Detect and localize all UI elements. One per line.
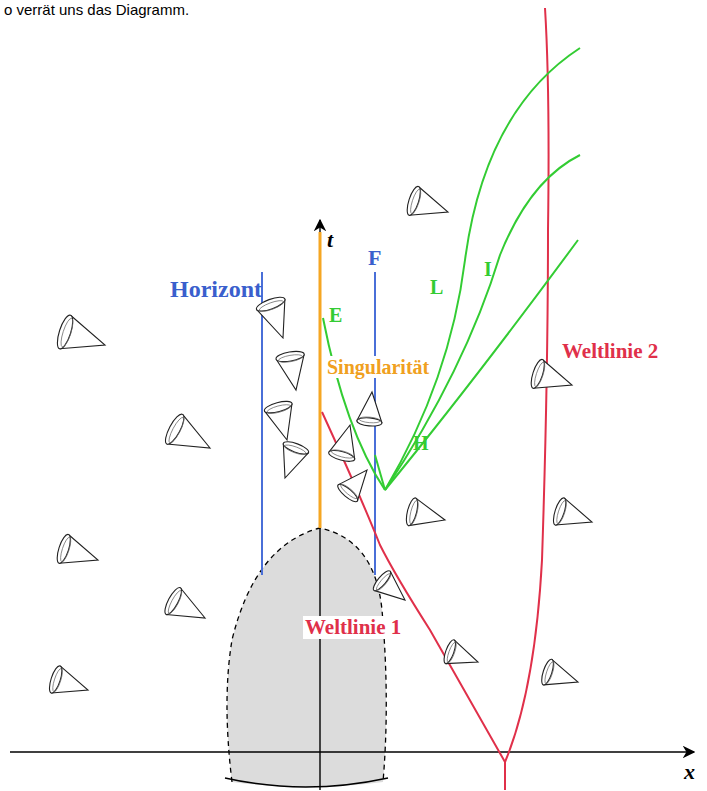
light-cone-inner: [258, 299, 284, 314]
light-cone-inner: [543, 661, 556, 685]
light-cone-inner: [59, 317, 76, 348]
light-cone-inner: [330, 448, 354, 460]
light-cone-rim: [442, 639, 458, 665]
ray-label: L: [430, 276, 443, 298]
light-cone-rim: [162, 585, 185, 616]
star-base: [225, 778, 388, 787]
light-cone-rim: [404, 497, 420, 527]
light-cone-rim: [282, 439, 310, 456]
light-cone-rim: [54, 533, 73, 565]
light-cone-inner: [375, 572, 393, 592]
light-cone-rim: [263, 399, 293, 415]
light-ray-i: [385, 155, 580, 490]
light-cone-rim: [54, 314, 76, 351]
light-cone-inner: [266, 403, 291, 415]
light-cone-rim: [356, 417, 382, 427]
light-cone-rim: [404, 185, 423, 217]
light-cone-rim: [335, 482, 359, 504]
t-axis: [319, 220, 320, 790]
light-cone-rim: [528, 358, 547, 390]
light-cone-inner: [339, 482, 359, 500]
caption-fragment: o verrät uns das Diagramm.: [4, 2, 189, 19]
light-cone-rim: [162, 412, 187, 447]
light-cone-rim: [328, 448, 356, 463]
ray-label: I: [484, 258, 492, 280]
light-cone-inner: [445, 641, 458, 663]
light-cone-inner: [555, 500, 568, 525]
horizon-line: [261, 272, 263, 575]
light-cone-inner: [59, 536, 73, 563]
light-ray-short: [375, 455, 385, 490]
light-cone-inner: [166, 416, 186, 445]
worldline-label: Weltlinie 2: [562, 340, 658, 363]
light-ray-e: [323, 318, 385, 490]
singularity-line: [319, 232, 322, 528]
light-cone-rim: [371, 568, 393, 592]
light-cone-rim: [275, 350, 305, 364]
light-cone-inner: [278, 353, 303, 363]
light-ray-l: [385, 48, 580, 490]
axis-label: t: [327, 228, 333, 252]
star-region: [227, 528, 386, 787]
worldline-1: [322, 412, 505, 790]
light-cone-inner: [166, 589, 184, 615]
light-cone-rim: [539, 658, 555, 686]
f-label: F: [368, 246, 381, 270]
light-cone-inner: [284, 443, 307, 456]
light-cone-inner: [533, 361, 547, 388]
light-cone-inner: [408, 500, 420, 525]
light-cone-rim: [47, 665, 65, 695]
light-cone-rim: [551, 497, 569, 527]
ray-label: E: [329, 304, 342, 326]
axis-label: x: [684, 760, 695, 784]
light-cones: [47, 185, 592, 694]
worldline-label: Weltlinie 1: [303, 616, 403, 639]
light-cone-inner: [51, 668, 64, 693]
horizon-label: Horizont: [170, 276, 262, 302]
light-cone-inner: [359, 416, 381, 423]
ray-label: H: [413, 432, 429, 454]
x-axis: [10, 751, 694, 752]
singularity-label: Singularität: [325, 356, 431, 378]
light-cone-inner: [409, 188, 423, 215]
star-surface: [227, 528, 386, 782]
